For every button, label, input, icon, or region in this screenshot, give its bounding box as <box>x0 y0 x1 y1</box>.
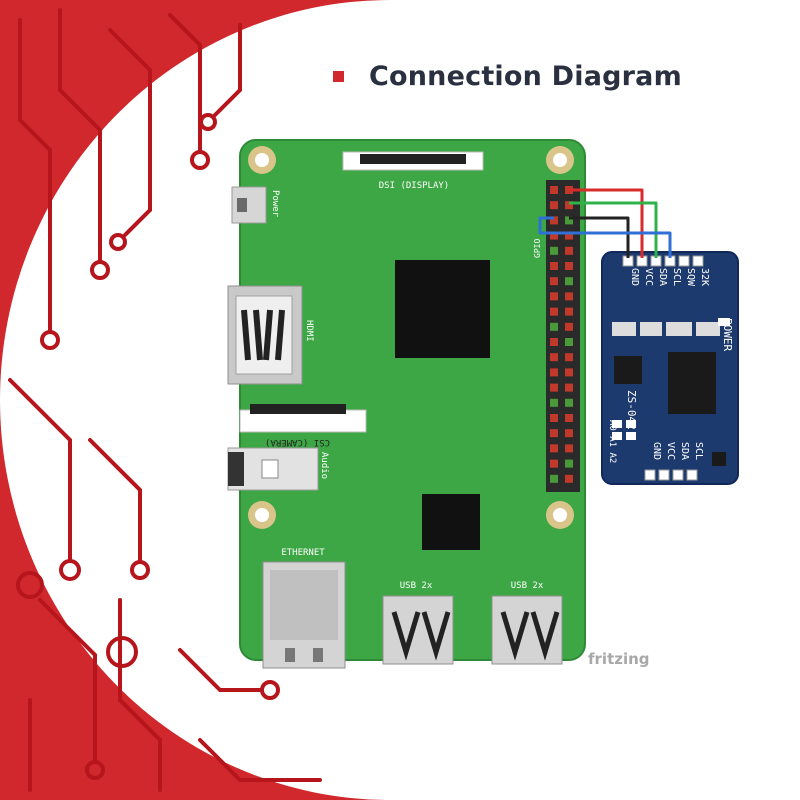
power-port <box>231 186 267 224</box>
gpio-pin <box>550 277 558 286</box>
gpio-pin <box>550 322 558 331</box>
ethernet-label: ETHERNET <box>281 548 325 558</box>
gpio-pin <box>550 231 558 240</box>
rtc-top-pin-label: SCL <box>671 268 682 286</box>
gpio-pin <box>565 201 573 210</box>
rtc-top-pin-label: VCC <box>643 268 654 286</box>
gpio-pin <box>550 292 558 301</box>
rtc-top-pin-label: SDA <box>657 268 668 286</box>
gpio-pin <box>565 368 573 377</box>
circuit-traces <box>8 8 322 792</box>
gpio-pin <box>565 383 573 392</box>
rtc-bottom-pin <box>644 469 656 481</box>
csi-connector <box>239 404 367 433</box>
rtc-top-pin-label: GND <box>629 268 640 286</box>
gpio-pin <box>565 216 573 225</box>
gpio-pin <box>550 186 558 194</box>
gpio-pin <box>550 444 558 453</box>
ethernet-port <box>262 561 346 669</box>
gpio-pin <box>550 459 558 468</box>
rtc-bottom-pin <box>686 469 698 481</box>
usb2-label: USB 2x <box>511 581 544 591</box>
hdmi-label: HDMI <box>304 320 314 342</box>
rtc-top-pin-label: SQW <box>685 268 696 287</box>
circuit-pads <box>16 113 280 780</box>
hdmi-port <box>227 285 303 385</box>
mounting-holes <box>248 146 574 529</box>
gpio-pin <box>550 353 558 362</box>
gpio-label: GPIO <box>533 239 542 258</box>
gpio-pin <box>565 398 573 407</box>
gpio-pin <box>565 246 573 255</box>
rtc-chips <box>612 318 730 466</box>
rtc-bottom-pin-label: SCL <box>693 442 704 460</box>
gpio-pin <box>565 277 573 286</box>
fritzing-watermark: fritzing <box>588 650 650 668</box>
wire-gnd-black <box>569 216 630 258</box>
gpio-header <box>546 180 580 492</box>
rtc-bottom-pin-label: VCC <box>665 442 676 460</box>
gpio-pin <box>565 429 573 438</box>
gpio-pin <box>550 216 558 225</box>
gpio-pin <box>550 368 558 377</box>
title-block: Connection Diagram <box>333 58 682 94</box>
usb-port-1 <box>382 595 454 665</box>
usb-port-2 <box>491 595 563 665</box>
audio-jack <box>227 447 319 491</box>
rtc-top-pin <box>692 255 704 267</box>
gpio-pin <box>565 231 573 240</box>
gpio-pin <box>565 444 573 453</box>
gpio-pin <box>565 338 573 346</box>
wire-sda-green <box>569 201 658 258</box>
rtc-address-label: A0 A1 A2 <box>607 420 617 463</box>
rtc-top-pin-label: 32K <box>699 268 710 286</box>
rtc-power-label: POWER <box>721 318 734 351</box>
gpio-pin <box>550 246 558 255</box>
power-label: Power <box>270 190 280 218</box>
gpio-pin <box>550 338 558 346</box>
rtc-top-pin <box>678 255 690 267</box>
csi-label: CSI (CAMERA) <box>265 437 330 447</box>
gpio-pin <box>550 398 558 407</box>
gpio-pin <box>565 322 573 331</box>
gpio-pin <box>550 307 558 316</box>
rtc-bottom-pin-label: GND <box>651 442 662 460</box>
gpio-pin <box>565 307 573 316</box>
connection-wires <box>538 188 672 258</box>
dsi-connector <box>342 151 484 171</box>
gpio-pin <box>550 383 558 392</box>
usb1-label: USB 2x <box>400 581 433 591</box>
wire-vcc-red <box>569 188 644 258</box>
gpio-pin <box>550 262 558 270</box>
gpio-pin <box>565 353 573 362</box>
wire-scl-blue <box>538 216 672 258</box>
dsi-label: DSI (DISPLAY) <box>379 181 449 191</box>
red-circuit-background <box>0 0 390 800</box>
rtc-model-label: ZS-042 <box>625 390 638 430</box>
soc-chip <box>395 260 490 358</box>
gpio-pin <box>565 262 573 270</box>
rtc-bottom-pin <box>672 469 684 481</box>
ram-chip <box>422 494 480 550</box>
gpio-pin <box>550 474 558 483</box>
audio-label: Audio <box>319 452 329 479</box>
rtc-bottom-pin <box>658 469 670 481</box>
rtc-bottom-pins <box>644 469 698 481</box>
gpio-pin <box>565 474 573 483</box>
gpio-pin <box>550 414 558 422</box>
gpio-pin <box>565 292 573 301</box>
gpio-pin <box>550 429 558 438</box>
title-bullet <box>333 70 344 82</box>
gpio-pin <box>550 201 558 210</box>
rtc-bottom-pin-label: SDA <box>679 442 690 460</box>
gpio-pin <box>565 414 573 422</box>
page-title: Connection Diagram <box>369 60 682 92</box>
gpio-pin <box>565 459 573 468</box>
